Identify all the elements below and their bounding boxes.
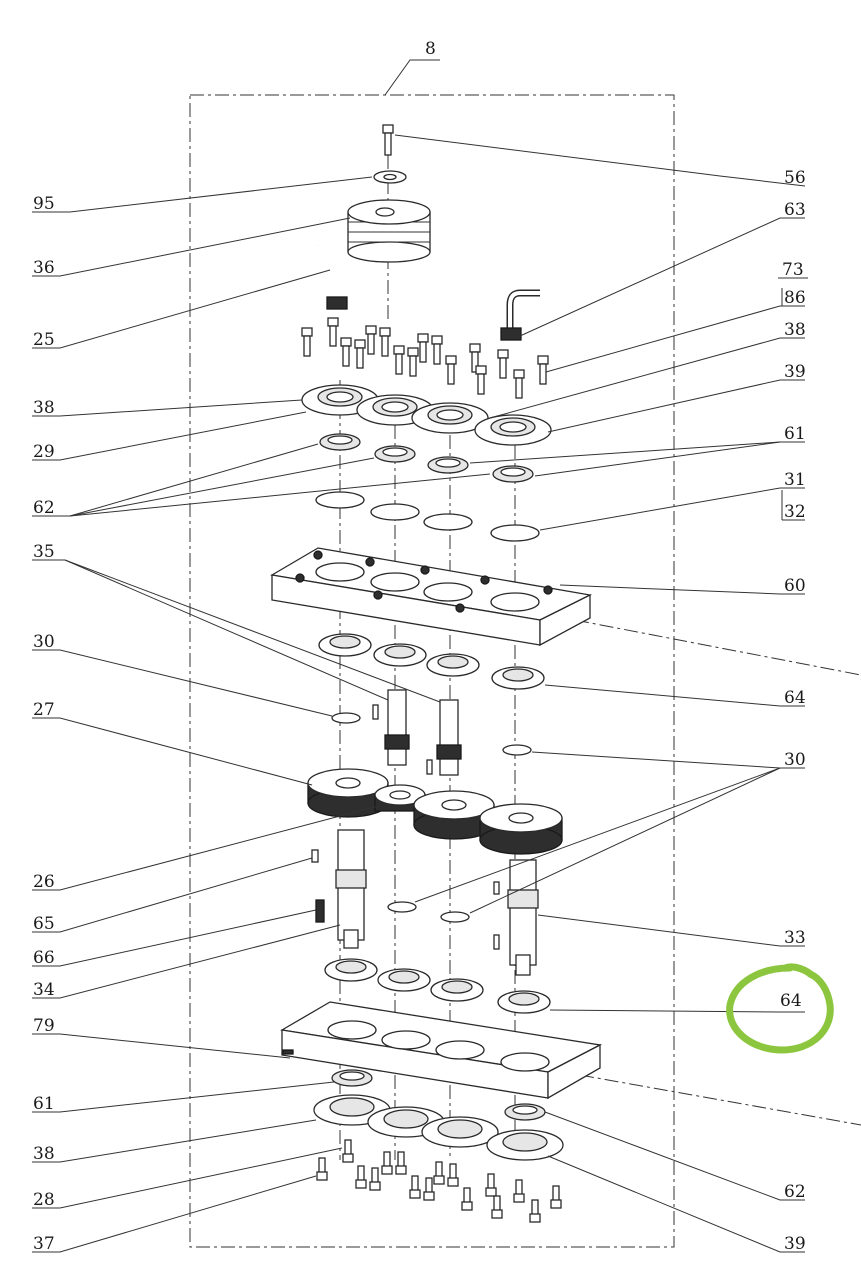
label-34: 34 — [33, 980, 55, 1000]
label-26: 26 — [33, 872, 55, 892]
label-8: 8 — [425, 39, 436, 59]
lower-housing-plate-79 — [280, 1001, 603, 1100]
pipe-elbow-63 — [500, 289, 540, 341]
lower-seals-and-covers — [313, 1069, 564, 1161]
label-63: 63 — [784, 200, 806, 220]
label-65: 65 — [33, 914, 55, 934]
label-33: 33 — [784, 928, 806, 948]
label-62-lower: 62 — [784, 1182, 806, 1202]
o-rings — [315, 491, 540, 542]
bearings-upper-64 — [318, 633, 545, 690]
top-bolt-56 — [382, 124, 394, 156]
upper-shafts-35 — [372, 689, 462, 776]
label-95: 95 — [33, 194, 55, 214]
label-39-lower: 39 — [784, 1234, 806, 1254]
label-29: 29 — [33, 442, 55, 462]
lower-shafts — [311, 829, 539, 976]
pipe-elbow-25 — [317, 243, 348, 310]
label-56: 56 — [784, 168, 806, 188]
label-61-lower: 61 — [33, 1094, 55, 1114]
leader-lines — [32, 59, 808, 1253]
label-37: 37 — [33, 1234, 55, 1254]
label-35: 35 — [33, 542, 55, 562]
label-61-upper: 61 — [784, 424, 806, 444]
label-62-upper: 62 — [33, 498, 55, 518]
assembly-boundary — [189, 94, 675, 1248]
label-66: 66 — [33, 948, 55, 968]
label-39-upper: 39 — [784, 362, 806, 382]
label-27: 27 — [33, 700, 55, 720]
oil-seals-upper — [319, 433, 534, 483]
spacers-30 — [331, 712, 532, 923]
bearings-lower-64 — [324, 958, 551, 1014]
label-38-lower: 38 — [33, 1144, 55, 1164]
callout-labels: 8 56 95 63 36 73 86 25 38 39 38 61 29 31… — [33, 39, 806, 1254]
label-64-lower-highlighted: 64 — [780, 991, 802, 1011]
label-36: 36 — [33, 258, 55, 278]
label-79: 79 — [33, 1016, 55, 1036]
label-30-left: 30 — [33, 632, 55, 652]
label-86: 86 — [784, 288, 806, 308]
bolt-row-top — [301, 317, 549, 399]
label-30-right: 30 — [784, 750, 806, 770]
label-38-upper-left: 38 — [33, 398, 55, 418]
highlight-circle — [726, 963, 834, 1054]
label-38-upper-right: 38 — [784, 320, 806, 340]
label-60: 60 — [784, 576, 806, 596]
upper-housing-plate-60 — [270, 547, 593, 647]
label-64-upper: 64 — [784, 688, 806, 708]
bearing-covers-top — [301, 384, 552, 446]
gears-27 — [307, 768, 563, 855]
label-25: 25 — [33, 330, 55, 350]
label-32: 32 — [784, 502, 806, 522]
bolt-row-bottom — [316, 1139, 562, 1223]
label-73: 73 — [782, 260, 804, 280]
label-31: 31 — [784, 470, 806, 490]
label-28: 28 — [33, 1190, 55, 1210]
pulley-36 — [347, 199, 431, 263]
